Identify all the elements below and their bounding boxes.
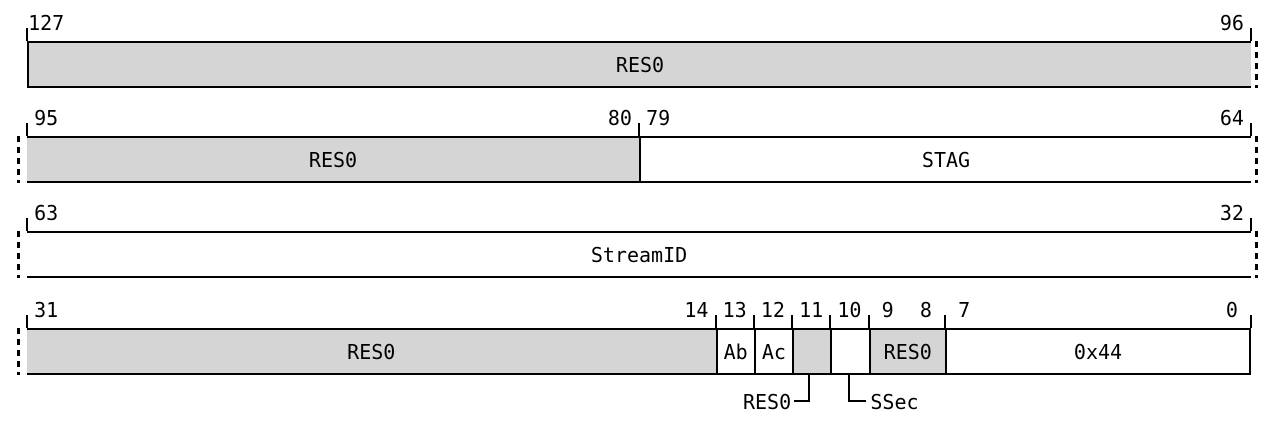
field-label-res0: RES0 (308, 147, 358, 172)
field-label-0x44: 0x44 (1073, 339, 1123, 364)
field-label-res0: RES0 (883, 339, 932, 364)
bit-number-31: 31 (34, 298, 59, 322)
bit-number-63: 63 (34, 201, 59, 225)
tick (1250, 315, 1252, 328)
continuation-edge-right (1255, 41, 1258, 88)
bit-number-12: 12 (760, 298, 785, 322)
callout-label-res0: RES0 (742, 390, 792, 414)
field-label-ab: Ab (723, 339, 748, 364)
tick (26, 315, 28, 328)
tick (1250, 218, 1252, 231)
continuation-edge-left (17, 136, 20, 183)
field-label-streamid: StreamID (590, 242, 688, 267)
field-res0: RES0 (27, 328, 716, 375)
bit-number-64: 64 (1219, 106, 1244, 130)
field-ssec (830, 328, 869, 375)
tick (791, 315, 793, 328)
field-stag: STAG (639, 136, 1251, 183)
bit-number-10: 10 (837, 298, 862, 322)
field-ac: Ac (753, 328, 792, 375)
field-0x44: 0x44 (945, 328, 1251, 375)
field-label-res0: RES0 (347, 339, 396, 364)
continuation-edge-left (17, 328, 20, 375)
field-res0: RES0 (868, 328, 945, 375)
field-ab: Ab (715, 328, 754, 375)
bit-number-7: 7 (958, 298, 971, 322)
tick (714, 315, 717, 328)
bit-number-127: 127 (28, 11, 65, 35)
continuation-edge-right (1255, 136, 1258, 183)
bit-number-32: 32 (1219, 201, 1244, 225)
callout-line-res0 (794, 375, 811, 402)
field-res0 (792, 328, 831, 375)
callout-label-ssec: SSec (870, 390, 919, 414)
tick (1250, 123, 1252, 136)
callout-line-ssec (848, 375, 867, 402)
tick (944, 315, 946, 328)
field-label-stag: STAG (921, 147, 971, 172)
continuation-edge-left (17, 231, 20, 278)
bit-number-13: 13 (722, 298, 747, 322)
bit-number-79: 79 (646, 106, 671, 130)
tick (867, 315, 870, 328)
tick (26, 123, 28, 136)
bit-number-11: 11 (799, 298, 824, 322)
tick (26, 218, 28, 231)
bit-number-0: 0 (1225, 298, 1238, 322)
bit-number-80: 80 (607, 106, 632, 130)
tick (638, 123, 640, 136)
bit-number-96: 96 (1219, 11, 1244, 35)
bit-number-9: 9 (881, 298, 894, 322)
bit-number-95: 95 (34, 106, 59, 130)
tick (752, 315, 755, 328)
tick (26, 28, 28, 41)
field-label-ac: Ac (761, 339, 786, 364)
field-res0: RES0 (27, 136, 639, 183)
field-res0: RES0 (27, 41, 1251, 88)
tick (1250, 28, 1252, 41)
continuation-edge-right (1255, 231, 1258, 278)
bit-number-14: 14 (684, 298, 709, 322)
tick (829, 315, 832, 328)
field-streamid: StreamID (27, 231, 1251, 278)
field-label-res0: RES0 (615, 52, 665, 77)
bit-number-8: 8 (919, 298, 932, 322)
